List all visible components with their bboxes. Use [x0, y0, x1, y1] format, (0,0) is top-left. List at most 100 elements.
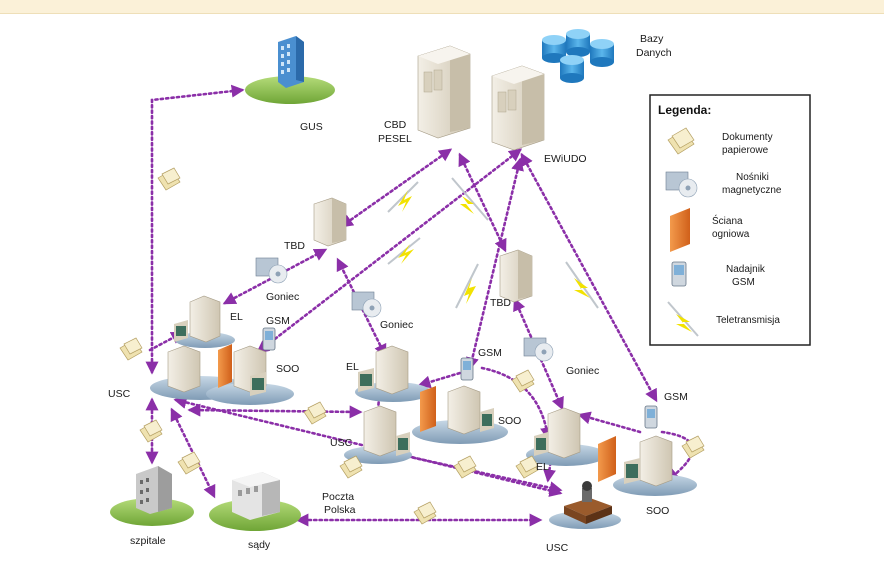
legend-item-4-line2: GSM	[732, 277, 755, 288]
goniec-mid-label: Goniec	[380, 319, 413, 331]
database-cylinder	[560, 55, 584, 83]
legend-item-1-line2: papierowe	[722, 145, 769, 156]
soo-mid-workstation-icon	[447, 385, 494, 435]
teletransmission-icon	[451, 177, 489, 221]
legend-firewall-icon	[670, 208, 690, 252]
firewall-left-icon	[218, 344, 232, 388]
sady-label: sądy	[248, 539, 271, 551]
legend-item-3-line1: Ściana	[712, 214, 743, 227]
goniec-mid-media-icon	[351, 291, 382, 318]
gus-platform	[245, 76, 335, 104]
gsm-right-phone-icon	[644, 405, 658, 429]
el-mid-workstation-icon	[358, 345, 409, 395]
paper-document-icon	[681, 435, 705, 459]
tbd-left-label: TBD	[284, 240, 305, 252]
firewall-mid-icon	[420, 386, 436, 432]
legend-item-1-line1: Dokumenty	[722, 132, 773, 143]
soo-left-workstation-icon	[233, 345, 267, 396]
arrow-cbd-right-tbd	[458, 152, 507, 253]
soo-right-workstation-icon	[624, 435, 673, 487]
el-right-workstation-icon	[534, 407, 581, 459]
teletransmission-icon	[387, 181, 419, 213]
tbd-left-server-icon	[313, 197, 347, 247]
paper-document-icon	[413, 501, 437, 525]
cbd-label-line1: CBD	[384, 119, 407, 131]
usc-left-workstation-icon	[167, 345, 201, 393]
paper-document-icon	[511, 369, 535, 393]
legend-teletransmission-icon	[667, 301, 699, 337]
cbd-pesel-server-icon	[417, 45, 471, 139]
goniec-right-media-icon	[523, 337, 554, 362]
tbd-right-label: TBD	[490, 297, 511, 309]
el-right-label: EL	[536, 461, 549, 473]
goniec-left-label: Goniec	[266, 291, 299, 303]
top-band	[0, 0, 884, 14]
teletransmission-icon	[565, 261, 599, 309]
legend-item-3-line2: ogniowa	[712, 229, 750, 240]
paper-document-icon	[157, 167, 181, 191]
poczta-label-line2: Polska	[324, 504, 356, 516]
gsm-mid-phone-icon	[460, 357, 474, 381]
legend-item-2-line2: magnetyczne	[722, 185, 782, 196]
gsm-left-label: GSM	[266, 315, 290, 327]
legend-item-2-line1: Nośniki	[736, 172, 769, 183]
el-left-workstation-icon	[174, 295, 221, 343]
el-mid-label: EL	[346, 361, 359, 373]
teletransmission-icon	[455, 263, 479, 309]
legend: Legenda: Dokumenty papierowe Nośniki mag…	[649, 94, 811, 346]
legend-item-4-line1: Nadajnik	[726, 264, 766, 275]
bazy-label-line2: Danych	[636, 47, 672, 59]
soo-mid-label: SOO	[498, 415, 521, 427]
ewiudo-label: EWiUDO	[544, 153, 587, 165]
gsm-left-phone-icon	[262, 327, 276, 351]
gus-building-icon	[278, 36, 304, 88]
szpitale-building-icon	[136, 466, 172, 514]
legend-title: Legenda:	[658, 103, 711, 117]
paper-document-icon	[515, 455, 539, 479]
soo-right-label: SOO	[646, 505, 669, 517]
teletransmission-icons	[387, 177, 599, 309]
legend-gsm-transmitter-icon	[671, 261, 687, 287]
arrow-usc-gus	[145, 84, 245, 375]
legend-item-5-line1: Teletransmisja	[716, 315, 780, 326]
arrow-soo-right-el-right	[577, 411, 642, 434]
poczta-label-line1: Poczta	[322, 491, 354, 503]
paper-document-icon	[303, 401, 327, 425]
goniec-left-media-icon	[255, 257, 288, 284]
el-left-label: EL	[230, 311, 243, 323]
ewiudo-server-icon	[491, 65, 545, 151]
usc-bottom-desk-icon	[564, 481, 612, 524]
diagram-labels: GUS Bazy Danych CBD PESEL EWiUDO TBD TBD…	[108, 33, 688, 554]
arrow-ewiudo-gsm-mid	[466, 157, 524, 371]
paper-document-icon	[339, 455, 363, 479]
arrow-tbd-cbd	[339, 148, 453, 228]
gsm-right-label: GSM	[664, 391, 688, 403]
firewall-right-icon	[598, 436, 616, 482]
szpitale-label: szpitale	[130, 535, 166, 547]
sady-building-icon	[232, 472, 280, 520]
paper-document-icon	[453, 455, 477, 479]
paper-document-icon	[177, 451, 201, 475]
tbd-right-server-icon	[499, 249, 533, 303]
paper-document-icon	[139, 419, 163, 443]
gus-label: GUS	[300, 121, 323, 133]
legend-magnetic-media-icon	[665, 171, 698, 198]
database-cylinder	[590, 39, 614, 67]
bazy-label-line1: Bazy	[640, 33, 664, 45]
paper-documents-icons	[119, 167, 705, 525]
gsm-mid-label: GSM	[478, 347, 502, 359]
cbd-label-line2: PESEL	[378, 133, 412, 145]
teletransmission-icon	[387, 237, 421, 265]
soo-left-label: SOO	[276, 363, 299, 375]
databases-icon	[542, 29, 614, 83]
usc-mid-label: USC	[330, 437, 353, 449]
paper-document-icon	[119, 337, 143, 361]
legend-paper-documents-icon	[667, 127, 695, 155]
database-cylinder	[566, 29, 590, 57]
arrow-ewiudo-gsm-right	[520, 152, 658, 403]
usc-left-label: USC	[108, 388, 131, 400]
usc-mid-workstation-icon	[363, 405, 410, 457]
goniec-right-label: Goniec	[566, 365, 599, 377]
usc-bottom-label: USC	[546, 542, 569, 554]
